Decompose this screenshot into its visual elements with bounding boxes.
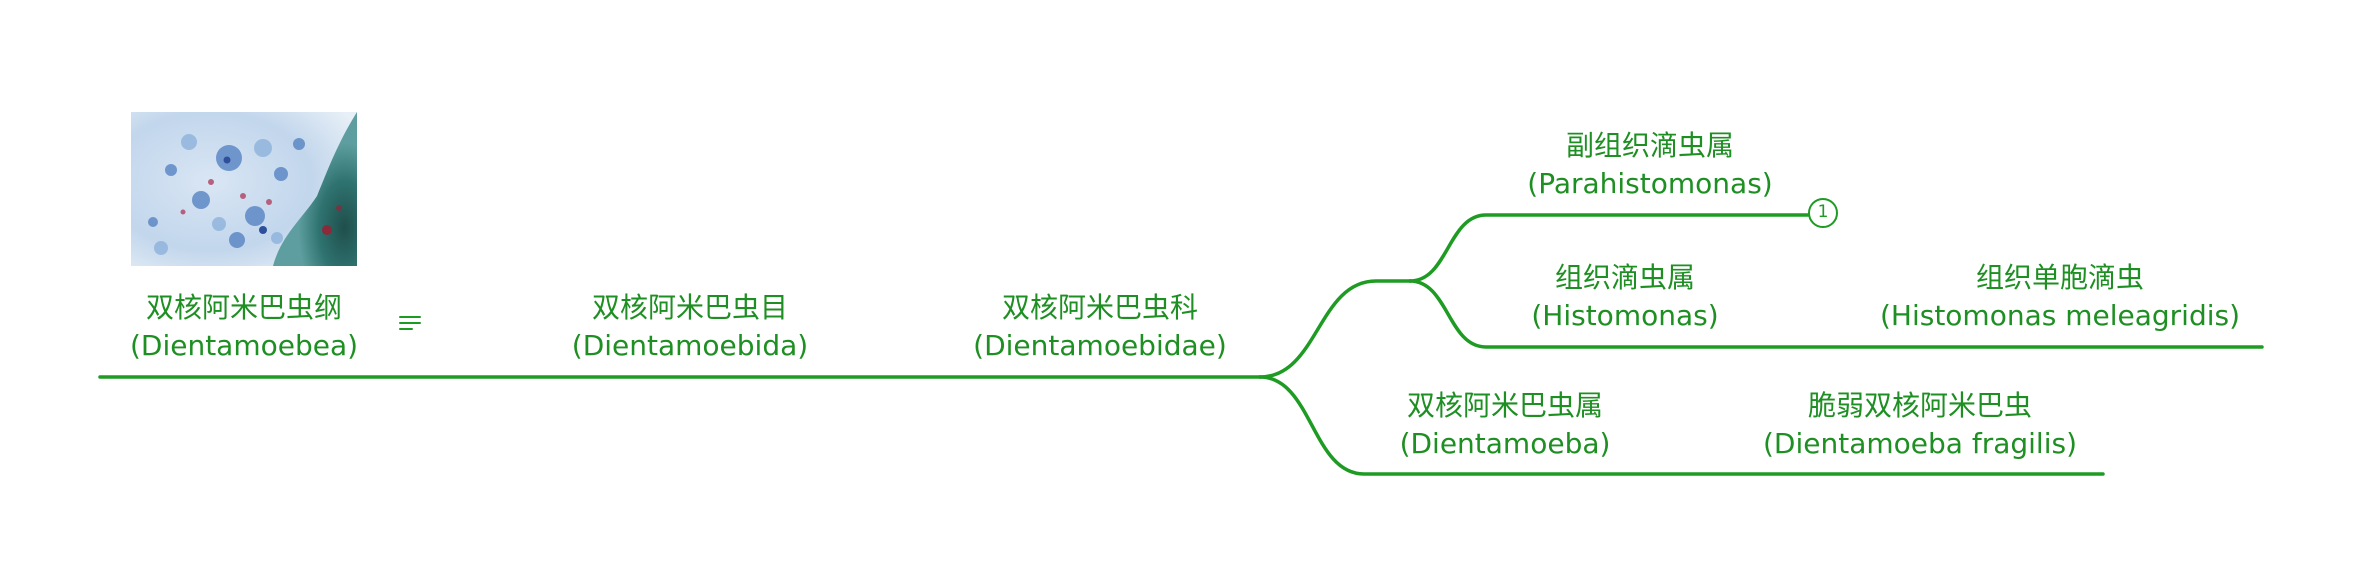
node-family-name: 双核阿米巴虫科 — [1001, 291, 1198, 324]
microscopy-image[interactable] — [131, 112, 357, 266]
node-genus-parahistomonas[interactable]: 副组织滴虫属 (Parahistomonas) — [1500, 127, 1800, 203]
notes-icon[interactable] — [398, 313, 424, 335]
node-species-dientamoeba-fragilis-name: 脆弱双核阿米巴虫 — [1807, 389, 2032, 422]
node-species-histomonas-meleagridis-name: 组织单胞滴虫 — [1975, 261, 2144, 294]
node-species-dientamoeba-fragilis[interactable]: 脆弱双核阿米巴虫 (Dientamoeba fragilis) — [1750, 387, 2090, 463]
node-genus-histomonas[interactable]: 组织滴虫属 (Histomonas) — [1490, 259, 1760, 335]
node-species-histomonas-meleagridis-latin: (Histomonas meleagridis) — [1879, 299, 2241, 332]
node-genus-dientamoeba[interactable]: 双核阿米巴虫属 (Dientamoeba) — [1370, 387, 1640, 463]
connector-to-parahistomonas — [1408, 213, 1810, 283]
node-root-class[interactable]: 双核阿米巴虫纲 (Dientamoebea) — [103, 289, 385, 365]
node-genus-histomonas-name: 组织滴虫属 — [1554, 261, 1695, 294]
node-order-latin: (Dientamoebida) — [571, 329, 809, 362]
node-order-name: 双核阿米巴虫目 — [591, 291, 788, 324]
node-genus-parahistomonas-latin: (Parahistomonas) — [1527, 167, 1773, 200]
connector-to-histomonas — [1408, 279, 2264, 349]
node-family[interactable]: 双核阿米巴虫科 (Dientamoebidae) — [955, 289, 1245, 365]
collapsed-children-badge[interactable]: 1 — [1808, 198, 1838, 228]
connector-family-to-upper-group — [1258, 279, 1412, 379]
node-family-latin: (Dientamoebidae) — [973, 329, 1227, 362]
node-order[interactable]: 双核阿米巴虫目 (Dientamoebida) — [550, 289, 830, 365]
node-genus-dientamoeba-latin: (Dientamoeba) — [1399, 427, 1611, 460]
connector-to-dientamoeba — [1258, 375, 2105, 476]
stained-cells-image — [131, 112, 357, 266]
node-root-name: 双核阿米巴虫纲 — [145, 291, 342, 324]
node-species-histomonas-meleagridis[interactable]: 组织单胞滴虫 (Histomonas meleagridis) — [1860, 259, 2260, 335]
node-root-latin: (Dientamoebea) — [129, 329, 359, 362]
node-genus-histomonas-latin: (Histomonas) — [1531, 299, 1719, 332]
node-genus-parahistomonas-name: 副组织滴虫属 — [1565, 129, 1734, 162]
node-genus-dientamoeba-name: 双核阿米巴虫属 — [1406, 389, 1603, 422]
node-species-dientamoeba-fragilis-latin: (Dientamoeba fragilis) — [1763, 427, 2077, 460]
